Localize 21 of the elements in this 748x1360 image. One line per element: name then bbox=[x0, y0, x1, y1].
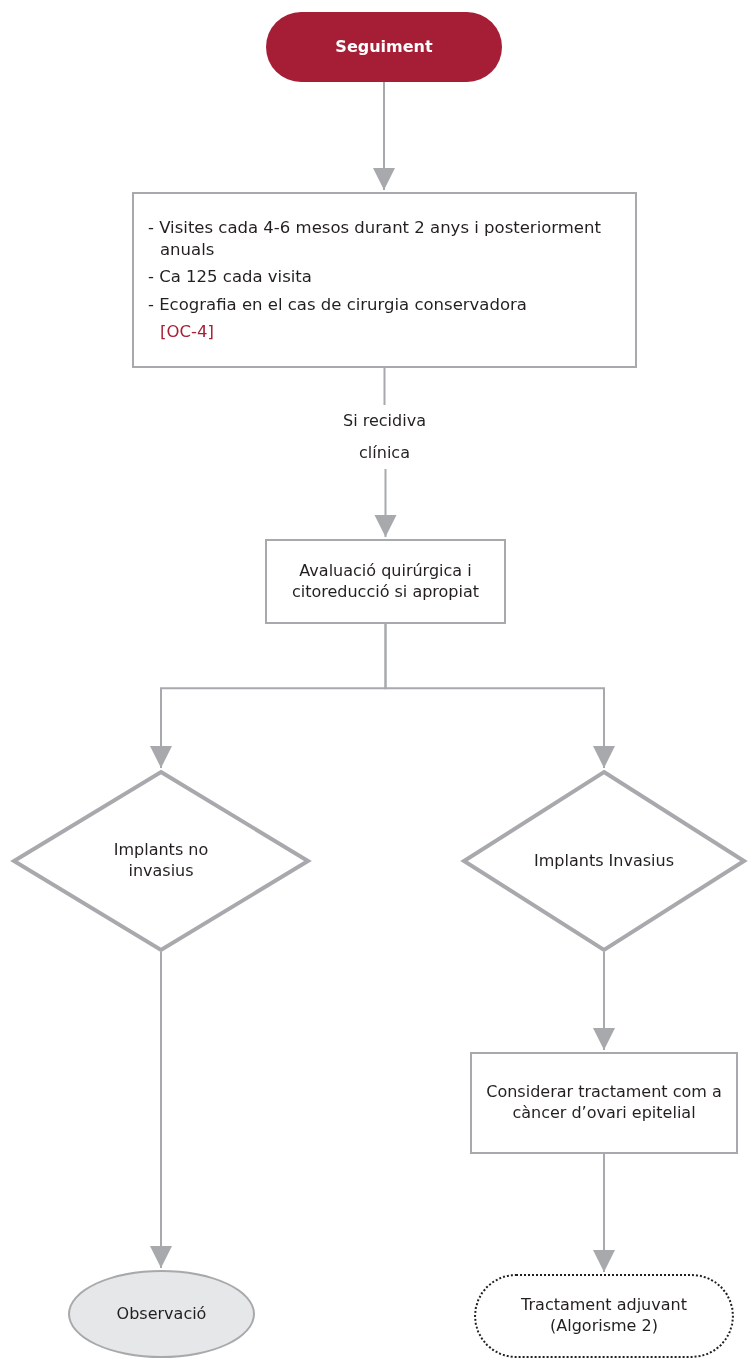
process-box bbox=[470, 1052, 738, 1154]
node-text: Tractament adjuvant (Algorisme 2) bbox=[520, 1295, 688, 1337]
process-box bbox=[132, 192, 637, 368]
arrow bbox=[593, 951, 615, 1051]
node-text: - Visites cada 4-6 mesos durant 2 anys i posteriorment anuals bbox=[148, 217, 602, 261]
node-text: Observació bbox=[116, 1303, 207, 1325]
node-text: Seguiment bbox=[335, 36, 433, 58]
node-text: - Ca 125 cada visita bbox=[148, 266, 313, 288]
reference-link: [OC-4] bbox=[159, 321, 214, 343]
node-text: Considerar tractament com a càncer d’ovari epitelial bbox=[486, 1082, 722, 1124]
node-text: Implants Invasius bbox=[534, 850, 674, 872]
arrow bbox=[384, 623, 615, 769]
arrow bbox=[373, 81, 395, 191]
decision-diamond bbox=[462, 770, 746, 952]
node-text: - Ecografia en el cas de cirurgia conservadora bbox=[148, 293, 528, 316]
node-text: Avaluació quirúrgica i citoreducció si apropiat bbox=[290, 560, 481, 603]
process-box bbox=[265, 539, 506, 624]
arrow bbox=[150, 951, 172, 1269]
decision-diamond bbox=[12, 770, 310, 952]
arrow bbox=[593, 1153, 615, 1273]
node-text: Implants no invasius bbox=[112, 840, 210, 882]
